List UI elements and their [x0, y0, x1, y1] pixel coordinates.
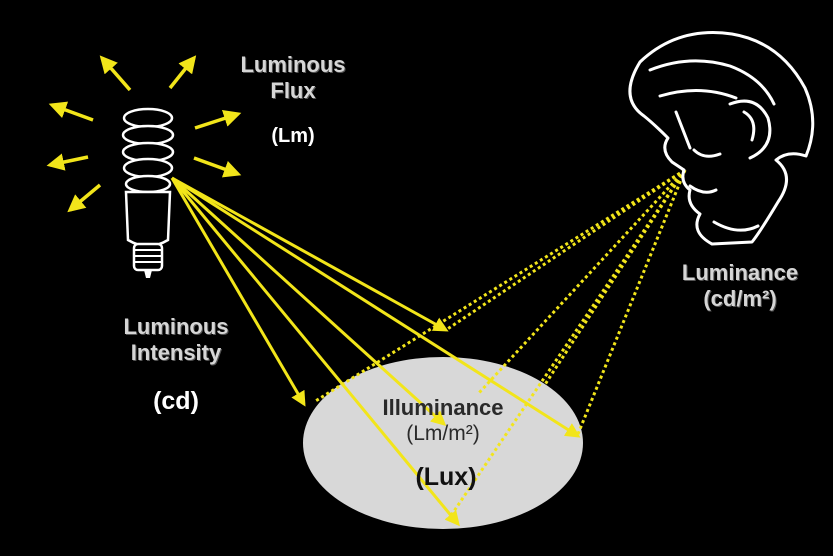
flux-arrow — [46, 153, 89, 171]
reflected-ray — [445, 168, 686, 332]
reflected-ray — [476, 168, 687, 396]
reflected-rays — [313, 168, 687, 521]
reflected-ray — [542, 169, 687, 387]
incident-ray — [170, 176, 447, 427]
illuminance-label: Illuminance (Lm/m²) — [348, 395, 538, 447]
luminous-flux-label: Luminous Flux — [205, 52, 381, 105]
flux-arrow — [168, 55, 197, 90]
luminance-line1: Luminance — [681, 260, 799, 285]
human-head-icon — [628, 31, 815, 246]
illuminance-unit: (Lux) — [415, 463, 477, 491]
incident-rays — [170, 176, 581, 527]
flux-arrows — [46, 55, 242, 213]
reflected-ray — [446, 169, 687, 521]
incident-ray — [171, 176, 581, 438]
luminous-intensity-line2: Intensity — [130, 340, 222, 366]
illuminance-line1: Illuminance — [382, 395, 504, 420]
luminous-intensity-line1: Luminous — [123, 314, 229, 339]
flux-arrow — [194, 110, 242, 130]
flux-arrow — [193, 156, 242, 178]
luminance-unit: (cd/m²) — [703, 286, 777, 312]
illuminance-line2: (Lm/m²) — [406, 422, 480, 446]
luminous-flux-line2: Flux — [270, 78, 316, 104]
cfl-bulb-icon — [121, 107, 175, 278]
luminous-intensity-label: Luminous Intensity — [92, 314, 260, 367]
reflected-ray — [313, 168, 686, 404]
incident-ray — [170, 177, 460, 527]
incident-ray — [170, 177, 306, 407]
luminous-intensity-unit: (cd) — [153, 387, 199, 415]
flux-arrow — [67, 183, 102, 213]
luminous-flux-unit: (Lm) — [271, 125, 315, 147]
incident-ray — [171, 176, 449, 332]
flux-arrow — [48, 101, 94, 122]
luminance-label: Luminance (cd/m²) — [652, 260, 828, 313]
flux-arrow — [99, 55, 132, 92]
luminous-flux-line1: Luminous — [240, 52, 346, 77]
illuminated-surface — [303, 357, 583, 529]
